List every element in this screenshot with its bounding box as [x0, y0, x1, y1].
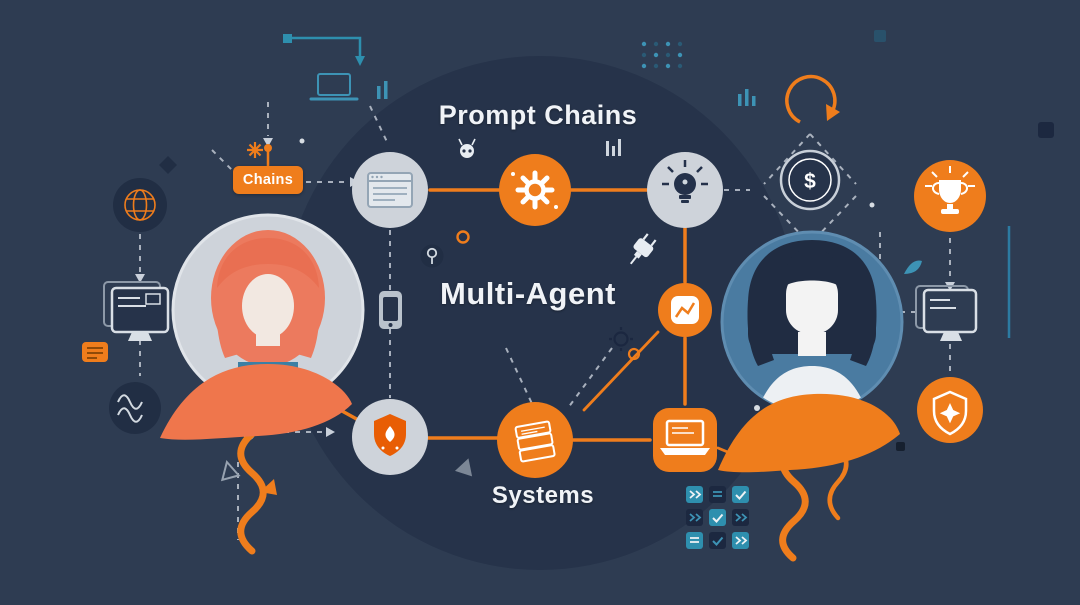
chains-badge: Chains	[233, 166, 303, 194]
starburst-icon	[247, 142, 263, 158]
orange-ring-icon	[627, 347, 641, 361]
monitor-icon	[103, 281, 170, 341]
soundbars-icon	[738, 89, 756, 106]
node-chart	[658, 283, 712, 337]
squiggle-arrow-icon	[260, 479, 277, 495]
small-gear-icon	[609, 327, 633, 351]
laptop-node-icon	[660, 419, 710, 455]
title-multi-agent: Multi-Agent	[440, 276, 616, 311]
triangle-outline-icon	[220, 459, 241, 482]
lightbulb-node-icon	[662, 160, 708, 203]
trophy-node-icon	[925, 166, 975, 214]
badge-flame-node-icon	[374, 414, 406, 456]
node-shield	[917, 377, 983, 443]
globe-icon	[113, 178, 167, 232]
monitor-icon	[915, 285, 978, 341]
node-dollar: $	[779, 149, 841, 211]
orange-ring-icon	[456, 230, 470, 244]
waves-icon	[109, 382, 161, 434]
node-lightbulb	[647, 152, 723, 228]
squiggle-line	[237, 430, 267, 555]
diamond-icon	[159, 156, 177, 174]
node-badge	[352, 399, 428, 475]
dots-grid-icon	[641, 41, 683, 69]
triangle-icon	[454, 458, 473, 477]
leaf-icon	[904, 260, 922, 274]
location-pin-icon	[420, 244, 444, 268]
symbol-grid-icon	[686, 486, 749, 549]
curved-arrow-icon	[785, 74, 840, 124]
list-icon	[82, 342, 108, 362]
gear-node-icon	[515, 170, 555, 210]
plug-icon	[629, 233, 657, 265]
stacked-papers-node-icon	[514, 420, 556, 463]
alien-icon	[458, 138, 476, 158]
route-arrow-icon	[283, 34, 365, 66]
node-laptop	[653, 408, 717, 472]
chart-node-icon	[671, 296, 699, 324]
node-trophy	[914, 160, 986, 232]
dollar-node-icon: $	[804, 170, 816, 193]
shield-star-node-icon	[932, 390, 968, 436]
document-node-icon	[367, 172, 413, 208]
title-prompt-chains: Prompt Chains	[438, 100, 638, 130]
node-document	[352, 152, 428, 228]
node-stacked-papers	[497, 402, 573, 478]
laptop-outline-icon	[309, 73, 359, 101]
shoulders-shape	[160, 364, 352, 440]
shoulders-shape	[718, 393, 900, 473]
title-systems: Systems	[491, 482, 595, 509]
avatar-right-woman	[718, 230, 904, 562]
badge-antenna-dot	[264, 144, 272, 152]
smartphone-icon	[379, 291, 402, 329]
avatar-left-woman	[160, 213, 365, 555]
soundbars-icon	[606, 139, 621, 156]
soundbars-icon	[377, 81, 388, 99]
node-gear	[499, 154, 571, 226]
